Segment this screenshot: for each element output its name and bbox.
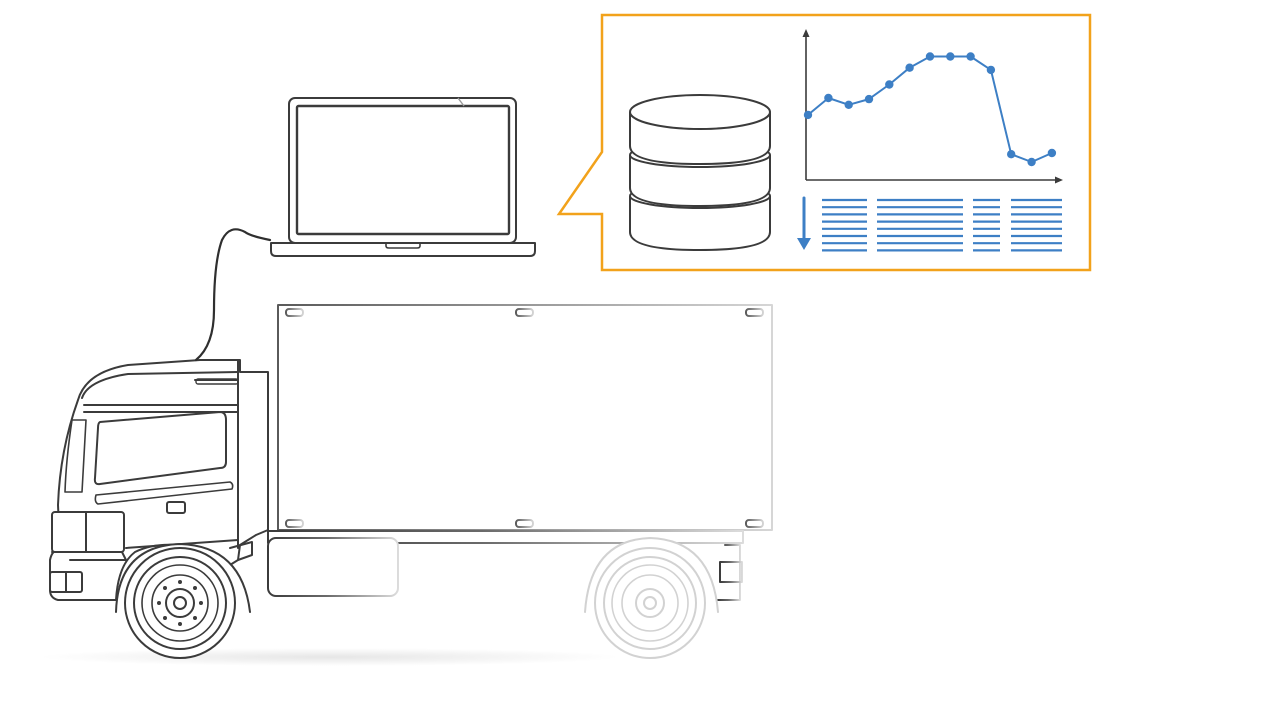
data-table-icon bbox=[797, 196, 1062, 252]
data-callout bbox=[556, 13, 1092, 272]
front-wheel bbox=[115, 543, 251, 659]
series-points bbox=[803, 52, 1057, 167]
data-point-3 bbox=[844, 100, 853, 110]
cargo-box bbox=[277, 304, 773, 531]
data-point-13 bbox=[1047, 148, 1057, 158]
data-point-7 bbox=[925, 52, 935, 61]
x-axis-arrow bbox=[1055, 176, 1063, 184]
data-point-10 bbox=[986, 65, 996, 75]
truck-illustration bbox=[49, 228, 773, 659]
rear-wheel bbox=[584, 537, 719, 659]
data-point-1 bbox=[803, 110, 813, 120]
data-point-5 bbox=[885, 80, 894, 89]
data-point-2 bbox=[824, 93, 833, 103]
line-chart bbox=[802, 29, 1063, 184]
truck-cab bbox=[49, 359, 269, 601]
data-point-4 bbox=[864, 94, 874, 104]
data-point-8 bbox=[946, 52, 955, 61]
data-point-6 bbox=[905, 63, 914, 72]
laptop-icon bbox=[270, 97, 536, 257]
data-point-11 bbox=[1007, 150, 1016, 159]
y-axis-arrow bbox=[802, 29, 810, 37]
data-point-9 bbox=[966, 52, 975, 61]
cable-connector bbox=[194, 228, 272, 362]
ground-shadow bbox=[40, 648, 620, 666]
data-point-12 bbox=[1027, 157, 1036, 167]
arrow-down-icon bbox=[797, 196, 811, 250]
database-icon bbox=[629, 94, 771, 252]
table-lines bbox=[822, 198, 1062, 252]
